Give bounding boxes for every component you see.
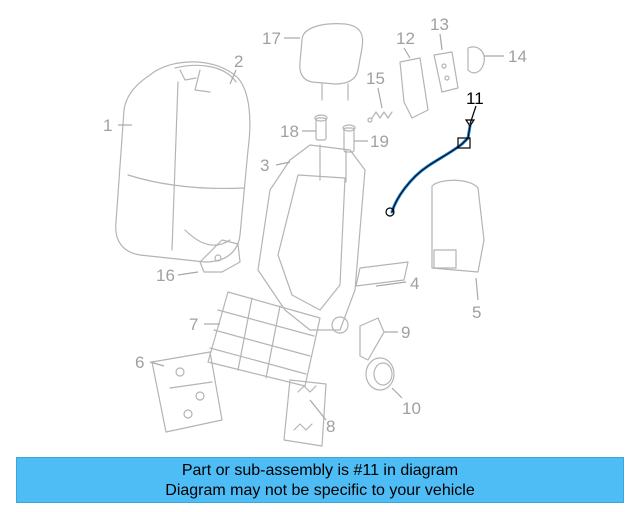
- callout-9: 9: [401, 323, 410, 342]
- callout-14: 14: [508, 47, 527, 66]
- disclaimer-banner: Part or sub-assembly is #11 in diagram D…: [16, 457, 624, 503]
- callout-7: 7: [189, 315, 198, 334]
- callout-1: 1: [103, 116, 112, 135]
- callout-13: 13: [430, 15, 449, 34]
- callout-6: 6: [135, 353, 144, 372]
- pad-part: [355, 261, 409, 287]
- adjustment-knob: [365, 357, 395, 391]
- leader-lines: [118, 33, 504, 421]
- callout-labels: 1 2 3 4 5 6 7 8 9 10 11 12 13 14 15 16 1…: [103, 15, 527, 436]
- parts-diagram: 1 2 3 4 5 6 7 8 9 10 11 12 13 14 15 16 1…: [103, 15, 527, 447]
- spring-set: [283, 379, 327, 447]
- cable-assembly-part-11: [385, 119, 476, 217]
- callout-2: 2: [234, 52, 243, 71]
- callout-12: 12: [396, 29, 415, 48]
- banner-line-1: Part or sub-assembly is #11 in diagram: [181, 462, 459, 479]
- spring-part: [367, 111, 393, 123]
- callout-15: 15: [366, 69, 385, 88]
- headrest: [299, 23, 364, 101]
- callout-5: 5: [472, 303, 481, 322]
- seat-back-frame: [257, 144, 366, 334]
- bracket-part: [199, 239, 241, 273]
- headrest-guides: [314, 114, 356, 153]
- spring-mat: [207, 291, 321, 387]
- trim-pieces: [399, 46, 485, 119]
- banner-line-2: Diagram may not be specific to your vehi…: [165, 482, 475, 499]
- callout-3: 3: [260, 156, 269, 175]
- callout-8: 8: [326, 417, 335, 436]
- callout-17: 17: [262, 29, 281, 48]
- callout-18: 18: [280, 122, 299, 141]
- recline-lever: [359, 317, 385, 361]
- back-panel: [431, 179, 485, 273]
- callout-16: 16: [156, 266, 175, 285]
- callout-11: 11: [466, 89, 484, 108]
- seat-back-cushion: [115, 61, 251, 263]
- callout-19: 19: [370, 132, 389, 151]
- callout-4: 4: [410, 274, 419, 293]
- recliner-base: [151, 351, 223, 433]
- callout-10: 10: [402, 399, 421, 418]
